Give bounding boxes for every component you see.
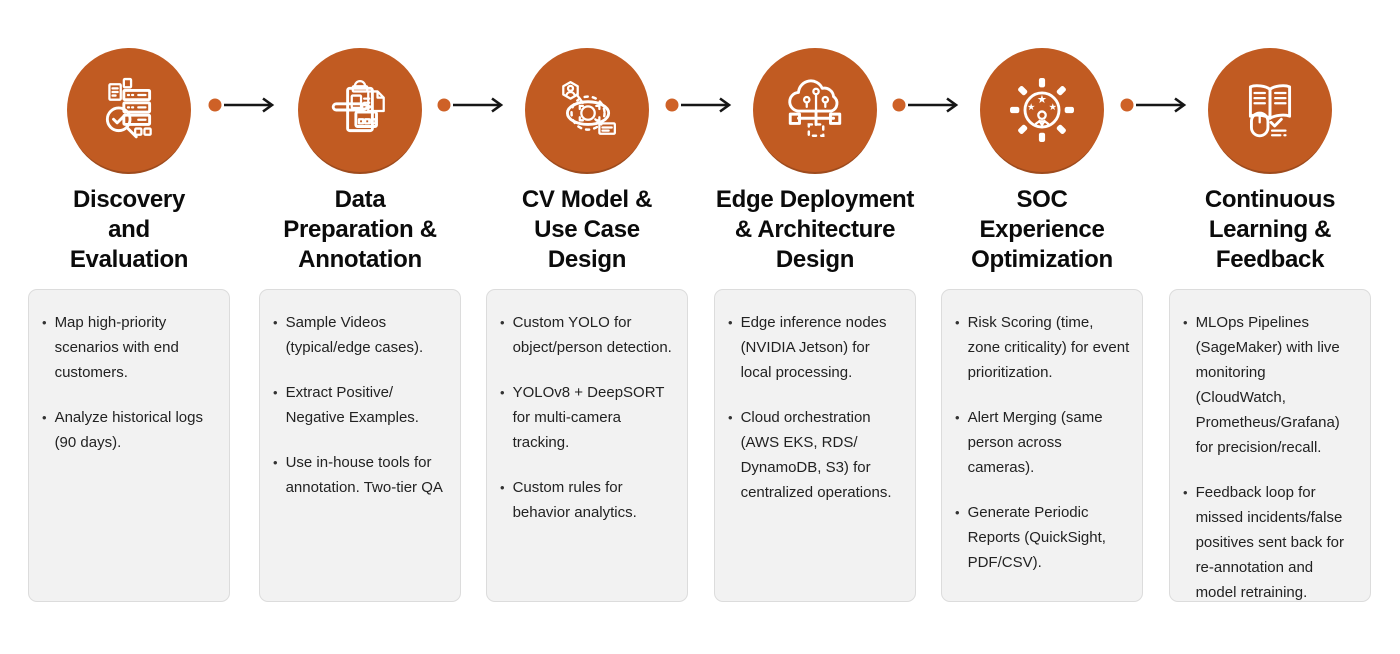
bullet-text: Sample Videos (typical/edge cases). <box>285 314 424 356</box>
bullet-text: MLOps Pipelines (SageMaker) with live mo… <box>1195 314 1340 456</box>
bullet-dot: • <box>273 315 278 330</box>
bullet-dot: • <box>955 410 960 425</box>
bullet-dot: • <box>42 315 47 330</box>
bullet-item: • Alert Merging (same person across camer… <box>954 405 1130 480</box>
stage-column-data-preparation: Data Preparation & Annotation • Sample Vi… <box>259 48 461 602</box>
stage-card: • Map high-priority scenarios with end cu… <box>28 289 230 602</box>
stage-title: Continuous Learning & Feedback <box>1204 186 1336 273</box>
bullet-item: • Custom rules for behavior analytics. <box>499 475 675 525</box>
book-learning-icon <box>1248 84 1292 138</box>
stage-title: SOC Experience Optimization <box>971 186 1113 273</box>
edge-cloud-network-icon <box>788 79 842 138</box>
bullet-text: Feedback loop for missed incidents/false… <box>1195 484 1344 601</box>
clipboard-annotation-icon <box>331 80 385 133</box>
stage-icon-circle <box>753 48 877 172</box>
bullet-item: • Analyze historical logs (90 days). <box>41 405 217 455</box>
bullet-item: • Risk Scoring (time, zone criticality) f… <box>954 310 1130 385</box>
bullet-dot: • <box>273 385 278 400</box>
bullet-dot: • <box>1183 315 1188 330</box>
bullet-item: • Extract Positive/ Negative Examples. <box>272 380 448 430</box>
stage-title: Data Preparation & Annotation <box>283 186 437 273</box>
bullet-dot: • <box>500 480 505 495</box>
bullet-item: • YOLOv8 + DeepSORT for multi-camera trac… <box>499 380 675 455</box>
stage-column-continuous-learning: Continuous Learning & Feedback • MLOps Pi… <box>1169 48 1371 602</box>
stage-icon-circle: ★ ★ ★ <box>980 48 1104 172</box>
bullet-item: • Use in-house tools for annotation. Two-… <box>272 450 448 500</box>
bullet-text: Map high-priority scenarios with end cus… <box>54 314 179 381</box>
bullet-text: Risk Scoring (time, zone criticality) fo… <box>967 314 1130 381</box>
stage-card: • Edge inference nodes (NVIDIA Jetson) fo… <box>714 289 916 602</box>
server-search-icon <box>105 77 152 139</box>
bullet-text: Alert Merging (same person across camera… <box>967 409 1103 476</box>
bullet-text: Extract Positive/ Negative Examples. <box>285 384 419 426</box>
flow-arrow-icon <box>892 97 959 113</box>
bullet-dot: • <box>955 505 960 520</box>
bullet-dot: • <box>955 315 960 330</box>
computer-vision-eye-icon <box>562 81 616 135</box>
bullet-dot: • <box>500 315 505 330</box>
bullet-text: Use in-house tools for annotation. Two-t… <box>285 454 443 496</box>
bullet-item: • Custom YOLO for object/person detection… <box>499 310 675 360</box>
bullet-item: • MLOps Pipelines (SageMaker) with live m… <box>1182 310 1358 460</box>
flow-arrow-icon <box>1120 97 1187 113</box>
bullet-dot: • <box>1183 485 1188 500</box>
bullet-dot: • <box>42 410 47 425</box>
stage-icon-circle <box>525 48 649 172</box>
stage-title: CV Model & Use Case Design <box>521 186 653 273</box>
stage-card: • Custom YOLO for object/person detection… <box>486 289 688 602</box>
stage-card: • MLOps Pipelines (SageMaker) with live m… <box>1169 289 1371 602</box>
bullet-text: Generate Periodic Reports (QuickSight, P… <box>967 504 1106 571</box>
stage-title: Edge Deployment & Architecture Design <box>715 186 915 273</box>
bullet-dot: • <box>273 455 278 470</box>
bullet-item: • Feedback loop for missed incidents/fals… <box>1182 480 1358 605</box>
stage-title: Discovery and Evaluation <box>69 186 189 273</box>
bullet-text: Custom YOLO for object/person detection. <box>512 314 672 356</box>
stage-column-discovery: Discovery and Evaluation • Map high-prior… <box>28 48 230 602</box>
bullet-item: • Generate Periodic Reports (QuickSight, … <box>954 500 1130 575</box>
stage-icon-circle <box>67 48 191 172</box>
flow-arrow-icon <box>665 97 732 113</box>
stage-column-cv-model: CV Model & Use Case Design • Custom YOLO … <box>486 48 688 602</box>
bullet-item: • Edge inference nodes (NVIDIA Jetson) fo… <box>727 310 903 385</box>
stage-column-soc-optimization: ★ ★ ★ SOC Experience Optimization • Risk … <box>941 48 1143 602</box>
stage-icon-circle <box>298 48 422 172</box>
gear-experience-icon: ★ ★ ★ <box>1010 78 1074 142</box>
bullet-text: Cloud orchestration (AWS EKS, RDS/ Dynam… <box>740 409 892 501</box>
bullet-dot: • <box>500 385 505 400</box>
stage-card: • Sample Videos (typical/edge cases). • Ex… <box>259 289 461 602</box>
stage-card: • Risk Scoring (time, zone criticality) f… <box>941 289 1143 602</box>
bullet-item: • Cloud orchestration (AWS EKS, RDS/ Dyna… <box>727 405 903 505</box>
bullet-text: Custom rules for behavior analytics. <box>512 479 637 521</box>
flow-arrow-icon <box>208 97 275 113</box>
bullet-text: Analyze historical logs (90 days). <box>54 409 203 451</box>
bullet-dot: • <box>728 410 733 425</box>
bullet-item: • Map high-priority scenarios with end cu… <box>41 310 217 385</box>
svg-text:★: ★ <box>1027 102 1035 113</box>
svg-text:★: ★ <box>1049 102 1057 113</box>
stage-icon-circle <box>1208 48 1332 172</box>
bullet-text: Edge inference nodes (NVIDIA Jetson) for… <box>740 314 887 381</box>
bullet-dot: • <box>728 315 733 330</box>
bullet-item: • Sample Videos (typical/edge cases). <box>272 310 448 360</box>
flow-arrow-icon <box>437 97 504 113</box>
bullet-text: YOLOv8 + DeepSORT for multi-camera track… <box>512 384 665 451</box>
stage-column-edge-deployment: Edge Deployment & Architecture Design • E… <box>714 48 916 602</box>
svg-text:★: ★ <box>1037 92 1047 106</box>
